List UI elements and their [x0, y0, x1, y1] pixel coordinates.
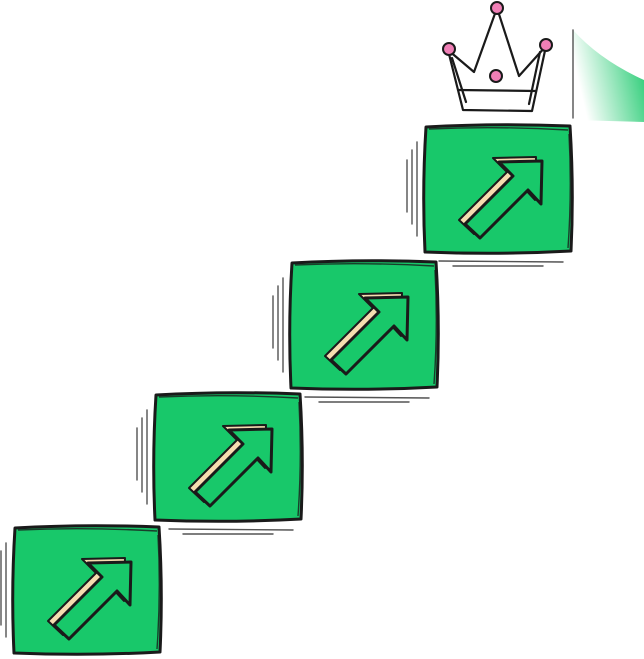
crown-jewel-right: [539, 38, 553, 52]
step-block-1: [0, 524, 163, 659]
crown-jewel-top: [490, 1, 504, 15]
crown-jewel-left: [442, 42, 456, 56]
crown-icon: [442, 1, 553, 113]
step-block-4: [405, 123, 574, 268]
crown-jewel-center: [489, 69, 503, 83]
step-block-3: [271, 259, 440, 404]
step-block-2: [135, 391, 304, 536]
corner-gradient-shape: [573, 30, 644, 122]
